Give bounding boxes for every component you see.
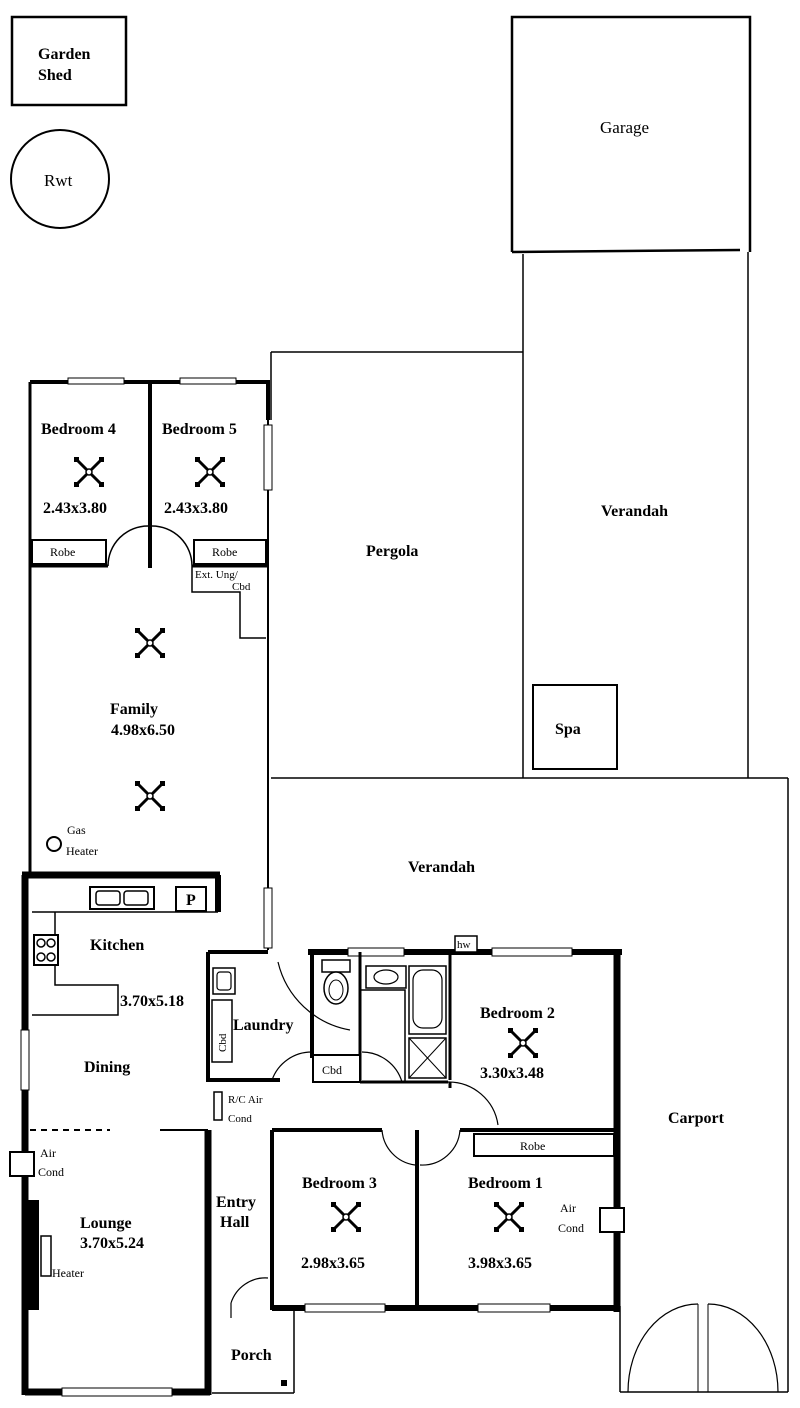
bedroom-2: Bedroom 2 3.30x3.48 Robe bbox=[473, 1005, 615, 1157]
spa-label: Spa bbox=[555, 721, 581, 738]
rc-air-label-1: R/C Air bbox=[228, 1094, 263, 1106]
stove-icon bbox=[33, 934, 59, 966]
ceiling-fan-icon bbox=[492, 1200, 526, 1234]
bedroom-3-label: Bedroom 3 bbox=[302, 1175, 377, 1192]
ext-cbd-label-2: Cbd bbox=[232, 581, 251, 593]
ceiling-fan-icon bbox=[133, 626, 167, 660]
family-size: 4.98x6.50 bbox=[111, 722, 175, 739]
sink-icon bbox=[89, 886, 155, 910]
air-cond-lounge-label-2: Cond bbox=[38, 1165, 64, 1179]
bath-icon bbox=[408, 965, 447, 1035]
shower-icon bbox=[408, 1037, 447, 1079]
main-house-walls: hw bbox=[9, 871, 625, 1397]
lounge-label: Lounge bbox=[80, 1215, 132, 1232]
kitchen: P Kitchen 3.70x5.18 bbox=[32, 886, 218, 1016]
garden-shed: Garden Shed bbox=[10, 15, 128, 107]
hall-cbd-label: Cbd bbox=[322, 1063, 342, 1077]
ceiling-fan-icon bbox=[506, 1026, 540, 1060]
air-cond-unit-bed1 bbox=[599, 1207, 625, 1233]
carport-label: Carport bbox=[668, 1110, 725, 1127]
laundry: Cbd Laundry bbox=[211, 967, 293, 1063]
pergola-label: Pergola bbox=[366, 543, 418, 560]
bedroom-5-label: Bedroom 5 bbox=[162, 421, 237, 438]
sink-icon bbox=[365, 965, 407, 989]
heater-label: Heater bbox=[52, 1266, 84, 1280]
verandah-upper-label: Verandah bbox=[601, 503, 668, 520]
pergola: Pergola bbox=[270, 351, 523, 560]
bedroom-4-size: 2.43x3.80 bbox=[43, 500, 107, 517]
garage-label: Garage bbox=[600, 118, 649, 137]
bedroom-3: Bedroom 3 2.98x3.65 bbox=[301, 1175, 377, 1272]
air-cond-unit-lounge bbox=[9, 1151, 35, 1177]
ceiling-fan-icon bbox=[329, 1200, 363, 1234]
bedroom-5: Bedroom 5 2.43x3.80 Robe bbox=[162, 421, 267, 565]
robe-b5-label: Robe bbox=[212, 545, 237, 559]
hw-label: hw bbox=[457, 939, 471, 951]
toilet-icon bbox=[321, 959, 351, 1005]
bedroom-4-label: Bedroom 4 bbox=[41, 421, 116, 438]
gas-heater-label-1: Gas bbox=[67, 823, 86, 837]
family-room: Family 4.98x6.50 Gas Heater bbox=[46, 626, 175, 858]
ext-cupboard: Ext. Ung/ Cbd bbox=[191, 566, 266, 639]
ceiling-fan-icon bbox=[193, 455, 227, 489]
garden-shed-label-1: Garden bbox=[38, 46, 91, 63]
ceiling-fan-icon bbox=[72, 455, 106, 489]
bedroom-5-size: 2.43x3.80 bbox=[164, 500, 228, 517]
robe-b4-label: Robe bbox=[50, 545, 75, 559]
family-label: Family bbox=[110, 701, 158, 718]
bedroom-1: Bedroom 1 3.98x3.65 Air Cond bbox=[468, 1175, 584, 1272]
verandah-lower-label: Verandah bbox=[408, 859, 475, 876]
gas-heater-icon bbox=[46, 836, 62, 852]
dining-label: Dining bbox=[84, 1059, 130, 1076]
entry-hall-label-1: Entry bbox=[216, 1194, 256, 1211]
kitchen-size: 3.70x5.18 bbox=[120, 993, 184, 1010]
bedroom-1-size: 3.98x3.65 bbox=[468, 1255, 532, 1272]
air-cond-lounge-label-1: Air bbox=[40, 1146, 56, 1160]
garage: Garage bbox=[510, 15, 752, 254]
garden-shed-label-2: Shed bbox=[38, 67, 72, 84]
bedroom-2-label: Bedroom 2 bbox=[480, 1005, 555, 1022]
gas-heater-label-2: Heater bbox=[66, 844, 98, 858]
robe-b1-label: Robe bbox=[520, 1139, 545, 1153]
spa: Spa bbox=[532, 684, 618, 770]
air-cond-b1-label-1: Air bbox=[560, 1201, 576, 1215]
porch-label: Porch bbox=[231, 1347, 272, 1364]
rwt-label: Rwt bbox=[44, 171, 73, 190]
bedroom-2-size: 3.30x3.48 bbox=[480, 1065, 544, 1082]
entry-hall-label-2: Hall bbox=[220, 1214, 250, 1231]
bedroom-3-size: 2.98x3.65 bbox=[301, 1255, 365, 1272]
air-cond-b1-label-2: Cond bbox=[558, 1221, 584, 1235]
bedroom-1-label: Bedroom 1 bbox=[468, 1175, 543, 1192]
ceiling-fan-icon bbox=[133, 779, 167, 813]
verandah-lower: Verandah bbox=[271, 777, 789, 1392]
rear-wing-walls bbox=[28, 377, 273, 950]
lounge: Air Cond Lounge 3.70x5.24 Heater bbox=[38, 1146, 144, 1280]
ext-cbd-label-1: Ext. Ung/ bbox=[195, 569, 239, 581]
laundry-label: Laundry bbox=[233, 1017, 293, 1034]
carport: Carport bbox=[619, 1110, 788, 1393]
pantry-label: P bbox=[186, 892, 196, 909]
rainwater-tank: Rwt bbox=[10, 129, 110, 229]
verandah-upper: Verandah bbox=[522, 252, 749, 778]
bedroom-4: Bedroom 4 2.43x3.80 Robe bbox=[31, 421, 116, 565]
laundry-cbd-label: Cbd bbox=[217, 1033, 229, 1052]
kitchen-label: Kitchen bbox=[90, 937, 144, 954]
lounge-size: 3.70x5.24 bbox=[80, 1235, 144, 1252]
rc-air-label-2: Cond bbox=[228, 1113, 252, 1125]
